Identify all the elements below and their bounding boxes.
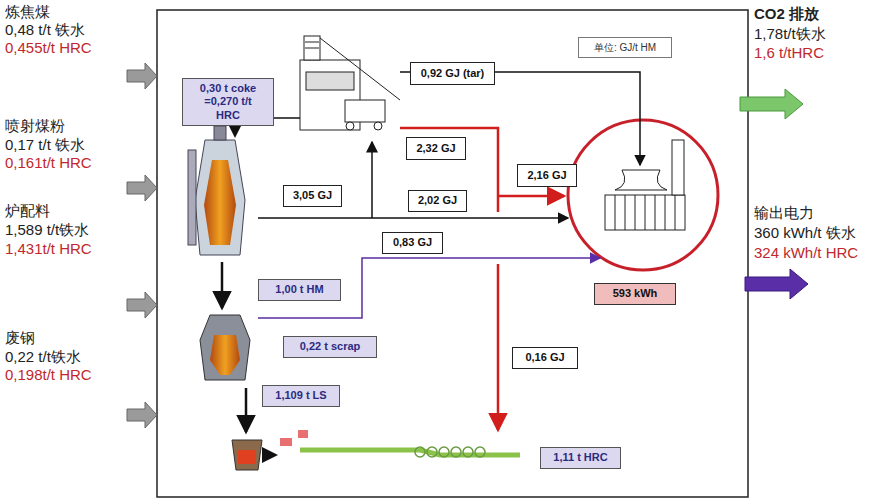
flow-label: 324 kWh/t HRC xyxy=(754,245,858,262)
value-box: 593 kWh xyxy=(594,283,676,305)
value-box: 1,00 t HM xyxy=(258,279,341,301)
plant-frame xyxy=(157,10,748,497)
power-plant-circle xyxy=(568,120,718,270)
flow-label: 0,455t/t HRC xyxy=(5,40,92,57)
box-text: 1,11 t HRC xyxy=(553,451,607,464)
value-box: 0,22 t scrap xyxy=(283,336,377,358)
converter xyxy=(200,315,250,380)
value-box: 单位: GJ/t HM xyxy=(578,37,672,58)
flow-label: 0,161t/t HRC xyxy=(5,155,92,172)
power-arrow xyxy=(745,269,808,299)
box-text: 0,16 GJ xyxy=(525,351,564,364)
flow-label: 喷射煤粉 xyxy=(5,118,65,135)
value-box: 0,16 GJ xyxy=(512,347,578,369)
blast-furnace xyxy=(188,126,245,255)
box-text: 2,02 GJ xyxy=(418,194,457,207)
flow-label: 废钢 xyxy=(5,330,35,347)
box-text: 1,109 t LS xyxy=(275,389,326,402)
box-text: 0,30 t coke =0,270 t/t HRC xyxy=(191,82,265,122)
value-box: 0,83 GJ xyxy=(382,232,443,254)
flow-label: 0,198t/t HRC xyxy=(5,367,92,384)
value-box: 0,30 t coke =0,270 t/t HRC xyxy=(182,78,274,126)
power-plant xyxy=(605,140,685,230)
flow-label: 输出电力 xyxy=(754,205,814,222)
caster-and-mill xyxy=(232,430,520,470)
value-box: 0,92 GJ (tar) xyxy=(410,62,495,85)
box-text: 593 kWh xyxy=(613,287,658,300)
value-box: 1,109 t LS xyxy=(262,385,340,407)
box-text: 2,32 GJ xyxy=(416,142,455,155)
co2-arrow xyxy=(740,89,803,119)
value-box: 3,05 GJ xyxy=(283,185,342,207)
value-box: 2,32 GJ xyxy=(406,137,466,160)
flow-label: CO2 排放 xyxy=(754,6,819,23)
flow-label: 炼焦煤 xyxy=(5,4,50,21)
flow-label: 1,431t/t HRC xyxy=(5,241,92,258)
box-text: 1,00 t HM xyxy=(275,283,323,296)
flow-label: 0,17 t/t 铁水 xyxy=(5,137,85,154)
flow-lines xyxy=(222,72,640,455)
box-text: 3,05 GJ xyxy=(293,189,332,202)
box-text: 0,22 t scrap xyxy=(300,340,361,353)
coke-oven xyxy=(300,36,400,130)
input-arrows xyxy=(127,63,157,428)
value-box: 2,02 GJ xyxy=(408,190,467,212)
box-text: 0,92 GJ (tar) xyxy=(421,67,485,80)
flow-label: 炉配料 xyxy=(5,203,50,220)
box-text: 单位: GJ/t HM xyxy=(594,42,656,54)
value-box: 2,16 GJ xyxy=(517,164,577,187)
flow-label: 1,78t/t铁水 xyxy=(754,26,826,43)
flow-label: 360 kWh/t 铁水 xyxy=(754,225,856,242)
flow-label: 1,589 t/t铁水 xyxy=(5,222,89,239)
box-text: 0,83 GJ xyxy=(393,236,432,249)
flow-label: 0,22 t/t铁水 xyxy=(5,349,81,366)
flow-label: 0,48 t/t 铁水 xyxy=(5,22,85,39)
box-text: 2,16 GJ xyxy=(527,169,566,182)
flow-label: 1,6 t/tHRC xyxy=(754,45,824,62)
value-box: 1,11 t HRC xyxy=(540,447,621,469)
